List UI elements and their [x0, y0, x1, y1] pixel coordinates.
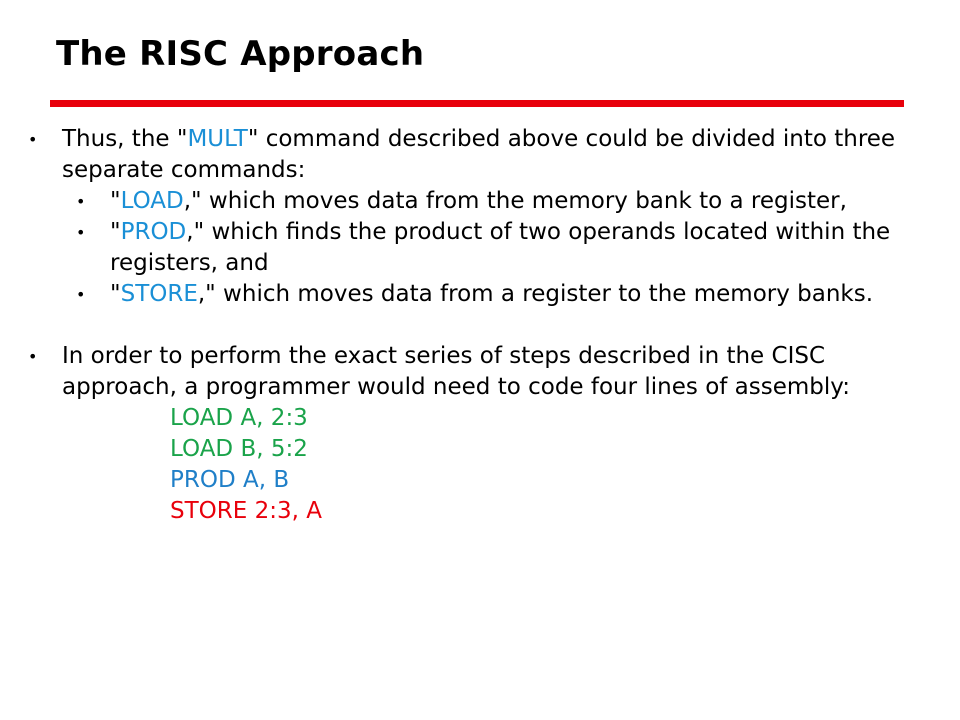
term-mult: MULT — [187, 126, 248, 152]
paragraph-spacer — [28, 310, 928, 341]
sub-bullet-load: • "LOAD," which moves data from the memo… — [28, 186, 928, 217]
code-line-load-a: LOAD A, 2:3 — [170, 405, 308, 431]
bullet-dot: • — [76, 223, 86, 242]
sub-text-post: ," which moves data from the memory bank… — [183, 188, 847, 214]
code-line-load-b: LOAD B, 5:2 — [170, 436, 308, 462]
term-load: LOAD — [120, 188, 184, 214]
bullet-dot: • — [76, 285, 86, 304]
sub-text-post: ," which moves data from a register to t… — [197, 281, 874, 307]
sub-bullet-store: • "STORE," which moves data from a regis… — [28, 279, 928, 310]
bullet-text-post: " command described above could be divid… — [62, 126, 896, 183]
slide-title: The RISC Approach — [56, 34, 425, 74]
bullet-mult-divided: • Thus, the "MULT" command described abo… — [28, 124, 928, 186]
slide-body: • Thus, the "MULT" command described abo… — [28, 124, 928, 527]
bullet-text: In order to perform the exact series of … — [62, 343, 850, 400]
sub-text-pre: " — [110, 188, 121, 214]
code-line-prod: PROD A, B — [170, 467, 290, 493]
bullet-dot: • — [28, 130, 38, 149]
bullet-dot: • — [76, 192, 86, 211]
sub-bullet-prod: • "PROD," which finds the product of two… — [28, 217, 928, 279]
bullet-dot: • — [28, 347, 38, 366]
sub-text-pre: " — [110, 219, 121, 245]
bullet-text-pre: Thus, the " — [62, 126, 188, 152]
sub-text-post: ," which finds the product of two operan… — [110, 219, 891, 276]
bullet-assembly-lines: • In order to perform the exact series o… — [28, 341, 928, 403]
term-prod: PROD — [120, 219, 187, 245]
sub-text-pre: " — [110, 281, 121, 307]
title-underline — [50, 100, 904, 107]
code-line-store: STORE 2:3, A — [170, 498, 322, 524]
term-store: STORE — [120, 281, 198, 307]
